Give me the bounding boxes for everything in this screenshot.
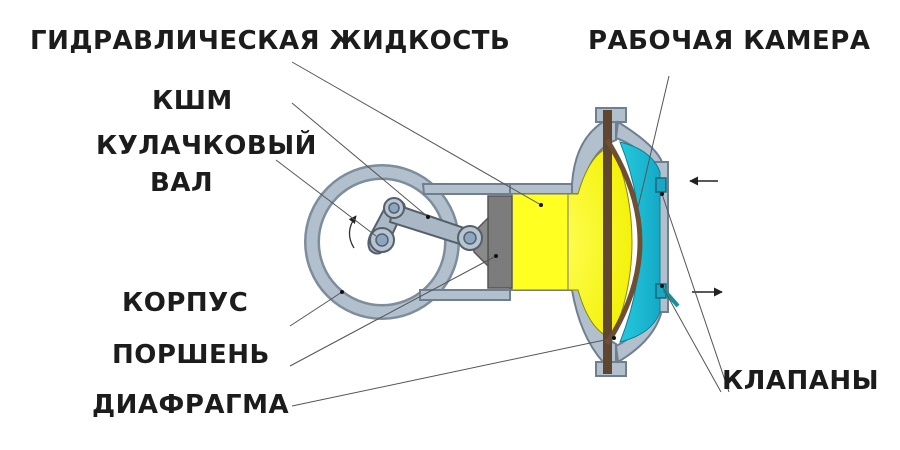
leader-lines — [275, 61, 730, 407]
piston-body — [473, 195, 513, 289]
leader-dots — [340, 192, 664, 340]
leader-working-chamber — [635, 75, 670, 217]
leader-kshm — [291, 102, 429, 218]
leader-housing — [289, 291, 343, 327]
rotation-arrow — [348, 215, 357, 249]
label-valves: КЛАПАНЫ — [722, 366, 880, 396]
leader-valve-top — [661, 193, 730, 393]
fluid-channel — [511, 193, 569, 291]
leader-camshaft — [275, 159, 377, 237]
valves — [655, 177, 680, 308]
crank-mechanism — [348, 197, 483, 255]
label-camshaft-line2: ВАЛ — [150, 168, 214, 198]
label-working-chamber: РАБОЧАЯ КАМЕРА — [588, 26, 871, 56]
leader-piston — [289, 255, 497, 367]
diaphragm-membrane — [603, 110, 643, 374]
leader-diaphragm — [291, 337, 615, 407]
leader-valve-bottom — [661, 285, 722, 393]
label-housing: КОРПУС — [122, 288, 249, 318]
label-diaphragm: ДИАФРАГМА — [92, 390, 290, 420]
leader-hydraulic-fluid — [291, 61, 542, 206]
label-piston: ПОРШЕНЬ — [112, 340, 270, 370]
label-camshaft-line1: КУЛАЧКОВЫЙ — [96, 131, 317, 161]
label-kshm: КШМ — [152, 86, 233, 116]
label-hydraulic-fluid: ГИДРАВЛИЧЕСКАЯ ЖИДКОСТЬ — [30, 26, 511, 56]
